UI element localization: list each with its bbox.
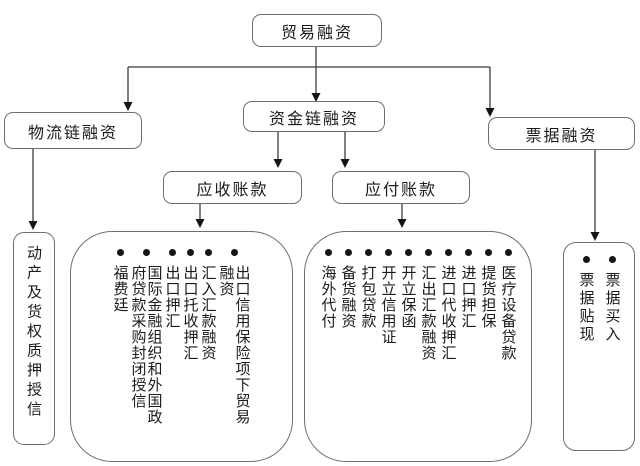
node-label: 物流链融资	[27, 122, 118, 142]
leaf-box-payable: 医疗设备贷款 提货担保 进口押汇 进口代收押汇 汇出汇款融资 开立保函	[304, 231, 532, 462]
bullet-icon	[117, 249, 124, 256]
bullet-icon	[424, 249, 432, 256]
bullet-icon	[364, 249, 372, 256]
item-label: 票据买入	[603, 272, 622, 344]
list-item: 票据贴现	[577, 256, 596, 344]
item-label: 打包贷款	[359, 265, 378, 329]
bullet-icon	[187, 249, 194, 256]
bullet-icon	[324, 249, 332, 256]
node-label: 贸易融资	[280, 22, 353, 42]
bullet-icon	[582, 256, 590, 263]
node-accounts-payable: 应付账款	[332, 171, 470, 204]
item-list: 动产及货权质押授信	[14, 233, 54, 444]
list-item: 出口信用保险项下贸易融资	[217, 249, 252, 432]
bullet-icon	[504, 249, 512, 256]
list-item: 打包贷款	[359, 249, 378, 329]
bullet-icon	[608, 256, 616, 263]
list-item: 福费廷	[111, 249, 130, 313]
leaf-box-logistics: 动产及货权质押授信	[13, 232, 55, 445]
list-item: 进口代收押汇	[439, 249, 458, 361]
item-label: 出口托收押汇	[181, 265, 200, 361]
bullet-icon	[484, 249, 492, 256]
item-label: 医疗设备贷款	[499, 265, 518, 361]
item-label: 开立信用证	[379, 265, 398, 345]
item-label: 出口信用保险项下贸易融资	[217, 265, 252, 425]
list-item: 海外代付	[319, 249, 338, 329]
arrow-down-icon	[590, 232, 600, 241]
node-accounts-receivable: 应收账款	[163, 171, 302, 204]
bullet-icon	[464, 249, 472, 256]
bullet-icon	[444, 249, 452, 256]
arrow-down-icon	[397, 219, 407, 228]
item-label: 海外代付	[319, 265, 338, 329]
list-item: 动产及货权质押授信	[24, 245, 44, 421]
leaf-box-bill: 票据买入 票据贴现	[563, 242, 635, 451]
node-capital-chain-financing: 资金链融资	[243, 101, 385, 132]
node-trade-financing: 贸易融资	[252, 14, 382, 47]
list-item: 进口押汇	[459, 249, 478, 329]
list-item: 出口押汇	[163, 249, 182, 329]
arrow-down-icon	[28, 221, 38, 230]
node-label: 资金链融资	[268, 108, 359, 128]
list-item: 汇入汇款融资	[199, 249, 218, 361]
arrow-down-icon	[273, 159, 283, 168]
item-label: 提货担保	[479, 265, 498, 329]
list-item: 国际金融组织和外国政府贷款采购封闭授信	[129, 249, 164, 432]
bullet-icon	[169, 249, 176, 256]
item-label: 动产及货权质押授信	[25, 245, 43, 421]
list-item: 开立保函	[399, 249, 418, 329]
bullet-icon	[404, 249, 412, 256]
leaf-box-receivable: 出口信用保险项下贸易融资 汇入汇款融资 出口托收押汇 出口押汇 国际金融组织和外…	[70, 231, 293, 462]
item-label: 票据贴现	[577, 272, 596, 344]
bullet-icon	[205, 249, 212, 256]
list-item: 备货融资	[339, 249, 358, 329]
bullet-icon	[384, 249, 392, 256]
item-label: 进口代收押汇	[439, 265, 458, 361]
item-list: 出口信用保险项下贸易融资 汇入汇款融资 出口托收押汇 出口押汇 国际金融组织和外…	[71, 232, 292, 461]
list-item: 开立信用证	[379, 249, 398, 345]
list-item: 出口托收押汇	[181, 249, 200, 361]
item-label: 汇入汇款融资	[199, 265, 218, 361]
item-list: 票据买入 票据贴现	[564, 243, 634, 450]
item-label: 开立保函	[399, 265, 418, 329]
item-label: 备货融资	[339, 265, 358, 329]
node-label: 票据融资	[525, 125, 598, 145]
item-label: 国际金融组织和外国政府贷款采购封闭授信	[129, 265, 164, 425]
item-label: 进口押汇	[459, 265, 478, 329]
arrow-down-icon	[195, 219, 205, 228]
node-label: 应付账款	[364, 179, 437, 199]
arrow-down-icon	[340, 159, 350, 168]
node-label: 应收账款	[196, 179, 269, 199]
bullet-icon	[143, 249, 150, 256]
list-item: 汇出汇款融资	[419, 249, 438, 361]
bullet-icon	[231, 249, 238, 256]
node-logistics-chain-financing: 物流链融资	[4, 112, 142, 149]
node-bill-financing: 票据融资	[488, 117, 635, 150]
item-label: 出口押汇	[163, 265, 182, 329]
bullet-icon	[344, 249, 352, 256]
item-list: 医疗设备贷款 提货担保 进口押汇 进口代收押汇 汇出汇款融资 开立保函	[305, 232, 531, 461]
item-label: 汇出汇款融资	[419, 265, 438, 361]
list-item: 医疗设备贷款	[499, 249, 518, 361]
arrow-down-icon	[485, 108, 495, 117]
list-item: 票据买入	[603, 256, 622, 344]
arrow-down-icon	[123, 102, 133, 111]
item-label: 福费廷	[111, 265, 130, 313]
list-item: 提货担保	[479, 249, 498, 329]
